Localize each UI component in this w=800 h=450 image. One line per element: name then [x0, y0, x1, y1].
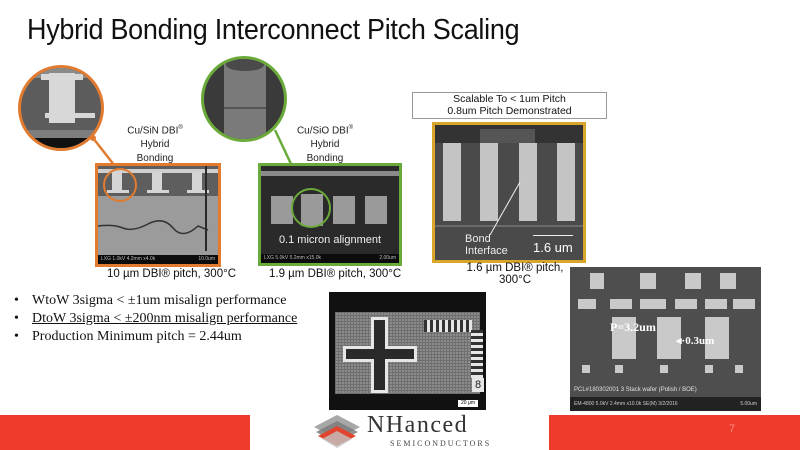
alignment-scale-bar: 20 µm: [458, 400, 478, 407]
bullet-item: •Production Minimum pitch = 2.44um: [14, 329, 242, 344]
logo-subtitle: SEMICONDUCTORS: [390, 439, 492, 448]
mark-digit: 8: [472, 378, 484, 392]
gap-label: ◂·0.3um: [676, 335, 715, 347]
stack-footer-line2: EM-4800 5.0kV 2.4mm x10.0k SE(M) 3/2/201…: [574, 401, 678, 407]
page-number: 7: [729, 423, 736, 435]
scalable-note-box: Scalable To < 1um Pitch 0.8um Pitch Demo…: [412, 92, 607, 119]
pitch-label: P=3.2um: [610, 320, 656, 334]
fine-pitch-caption: 1.6 µm DBI® pitch, 300°C: [466, 262, 564, 286]
bond-interface-label: Bond Interface: [465, 233, 508, 257]
sio-caption: 1.9 µm DBI® pitch, 300°C: [269, 268, 402, 280]
sio-sem-image: 0.1 micron alignment LXG 5.0kV 5.2mm x15…: [258, 163, 402, 266]
sin-zoom-circle: [18, 65, 104, 151]
bullet-list: •WtoW 3sigma < ±1um misalign performance…: [14, 292, 297, 346]
sin-label: Cu/SiN DBI® Hybrid Bonding: [127, 125, 183, 165]
alignment-mark-image: 8 20 µm: [329, 292, 486, 410]
scale-label: 1.6 um: [533, 240, 573, 255]
logo-diamond-icon: [314, 415, 360, 448]
sin-caption: 10 µm DBI® pitch, 300°C: [107, 268, 236, 280]
alignment-overlay-text: 0.1 micron alignment: [278, 234, 382, 246]
sio-label: Cu/SiO DBI® Hybrid Bonding: [296, 125, 354, 165]
logo-wordmark: NHanced: [367, 412, 469, 438]
stack-footer-line1: PCL#180302001 3 Stack wafer (Polish / BO…: [574, 387, 697, 393]
bullet-item: •WtoW 3sigma < ±1um misalign performance: [14, 293, 287, 308]
slide-title: Hybrid Bonding Interconnect Pitch Scalin…: [27, 14, 520, 46]
nhanced-logo: NHanced SEMICONDUCTORS: [312, 412, 492, 450]
sio-zoom-circle: [201, 56, 287, 142]
stack-sem-image: P=3.2um ◂·0.3um PCL#180302001 3 Stack wa…: [570, 267, 761, 411]
footer-bar-left: [0, 415, 250, 450]
footer-bar-right: 7: [549, 415, 800, 450]
fine-pitch-sem-image: Bond Interface 1.6 um: [432, 122, 586, 263]
bullet-item: •DtoW 3sigma < ±200nm misalign performan…: [14, 311, 298, 326]
stack-footer-scale: 5.00um: [740, 401, 757, 407]
